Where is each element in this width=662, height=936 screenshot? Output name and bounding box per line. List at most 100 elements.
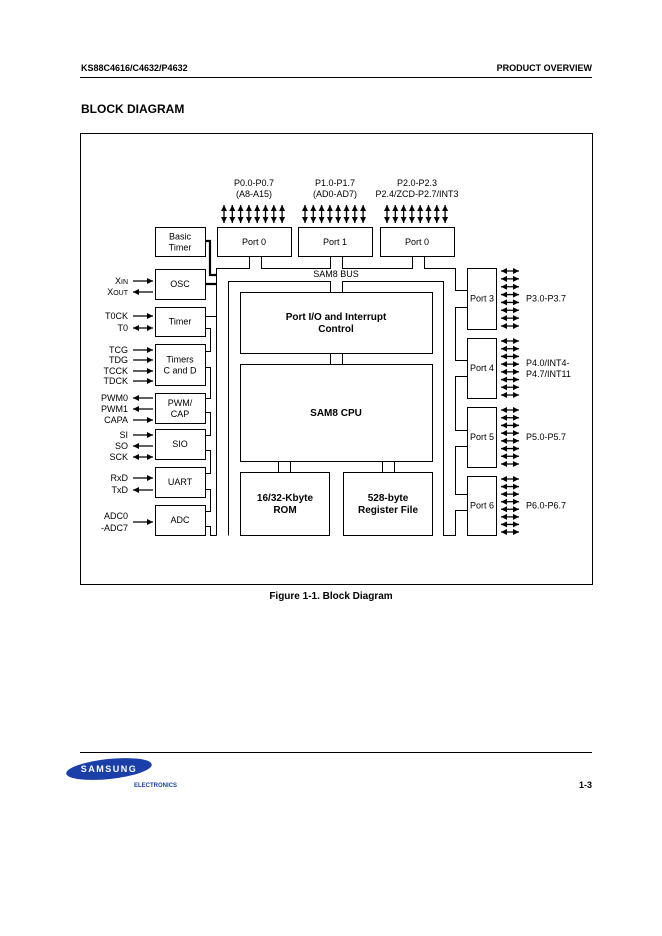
header-rule — [80, 77, 592, 78]
signal-label: SI — [119, 430, 128, 440]
arrowhead — [392, 205, 399, 211]
arrowhead — [326, 205, 333, 211]
arrowhead — [147, 454, 153, 460]
diagram-frame — [80, 133, 593, 585]
arrowhead — [343, 217, 350, 223]
arrowhead — [513, 476, 519, 482]
cpu-label: SAM8 CPU — [310, 408, 362, 419]
uart-box — [155, 467, 206, 498]
arrowhead — [513, 498, 519, 505]
bus-link-port4-port5 — [455, 376, 468, 431]
arrowhead — [501, 299, 507, 306]
arrowhead — [501, 315, 507, 322]
basic-timer-label: Timer — [169, 243, 192, 253]
port5-box — [467, 407, 497, 468]
arrowhead — [351, 217, 358, 223]
arrowhead — [133, 487, 139, 493]
port-io-box — [240, 292, 433, 354]
arrowhead — [501, 407, 507, 413]
signal-label: ADC0 — [104, 511, 128, 521]
right-port-pins: P3.0-P3.7 — [526, 294, 566, 304]
arrowhead — [442, 205, 449, 211]
arrowhead — [501, 498, 507, 505]
bus-label: SAM8 BUS — [313, 269, 359, 279]
arrowhead — [442, 217, 449, 223]
signal-label: RxD — [111, 473, 129, 483]
arrowhead — [513, 323, 519, 329]
arrowhead — [513, 491, 519, 498]
pwm-cap-label: PWM/ — [168, 398, 193, 408]
diagram-labels: Port 0P0.0-P0.7(A8-A15)Port 1P1.0-P1.7(A… — [101, 178, 571, 533]
top-port-pins-alt: (A8-A15) — [236, 189, 272, 199]
port3-box — [467, 268, 497, 330]
arrowhead — [384, 205, 390, 211]
arrowhead — [147, 313, 153, 319]
bus-link-port5-port6 — [455, 446, 468, 495]
signal-label: SO — [115, 441, 128, 451]
arrowhead — [501, 414, 507, 421]
top-port-pins-alt: (AD0-AD7) — [313, 189, 357, 199]
clock-lines — [205, 239, 217, 286]
samsung-logo: SAMSUNG ELECTRONICS — [66, 758, 186, 797]
arrowhead — [133, 454, 139, 460]
arrowhead — [360, 217, 367, 223]
right-port-pins: P4.0/INT4- — [526, 358, 570, 368]
arrowhead — [384, 217, 390, 223]
arrowhead — [360, 205, 367, 211]
port2-box — [380, 227, 455, 257]
arrowhead — [147, 347, 153, 353]
arrowhead — [513, 268, 519, 274]
arrowhead — [270, 205, 277, 211]
portio-cpu-link — [330, 353, 343, 365]
arrowhead — [237, 205, 244, 211]
arrowhead — [501, 338, 507, 344]
arrowhead — [513, 275, 519, 282]
arrowhead — [501, 275, 507, 282]
arrowhead — [501, 323, 507, 329]
arrowhead — [254, 217, 261, 223]
signal-label: TCG — [109, 345, 128, 355]
rom-box — [240, 472, 330, 536]
arrowhead — [513, 521, 519, 528]
arrowhead — [501, 513, 507, 520]
figure-caption: Figure 1-1. Block Diagram — [269, 591, 393, 602]
arrowhead — [229, 217, 236, 223]
arrowhead — [501, 353, 507, 360]
signal-label: XOUT — [107, 287, 129, 297]
adc-box — [155, 505, 206, 536]
arrowhead — [513, 315, 519, 322]
arrowhead — [270, 217, 277, 223]
arrowhead — [501, 453, 507, 460]
osc-label: OSC — [170, 279, 190, 289]
arrowhead — [513, 345, 519, 352]
arrowhead — [501, 283, 507, 290]
arrowhead — [279, 205, 286, 211]
arrowhead — [245, 205, 252, 211]
register-file-label: 528-byte — [368, 493, 409, 504]
arrowhead — [501, 506, 507, 513]
arrowhead — [513, 338, 519, 344]
arrowhead — [254, 205, 261, 211]
arrowhead — [501, 392, 507, 398]
arrowhead — [262, 217, 269, 223]
arrowhead — [302, 205, 308, 211]
arrowhead — [400, 205, 407, 211]
arrowhead — [133, 289, 139, 295]
port-io-label: Port I/O and Interrupt — [286, 312, 387, 323]
arrowhead — [147, 432, 153, 438]
rom-label: 16/32-Kbyte — [257, 493, 314, 504]
arrowhead — [221, 205, 227, 211]
arrowhead — [425, 205, 432, 211]
arrowhead — [133, 443, 139, 449]
section-title: BLOCK DIAGRAM — [81, 102, 185, 116]
sam8-bus-inner — [228, 281, 468, 536]
adc-label: ADC — [170, 515, 190, 525]
right-port-label: Port 6 — [470, 501, 494, 511]
signal-label: T0CK — [105, 311, 128, 321]
signal-label: CAPA — [104, 415, 128, 425]
arrowhead — [302, 217, 308, 223]
top-port-label: Port 1 — [323, 237, 347, 247]
signal-label: PWM0 — [101, 393, 128, 403]
cpu-regfile-link — [382, 461, 395, 473]
